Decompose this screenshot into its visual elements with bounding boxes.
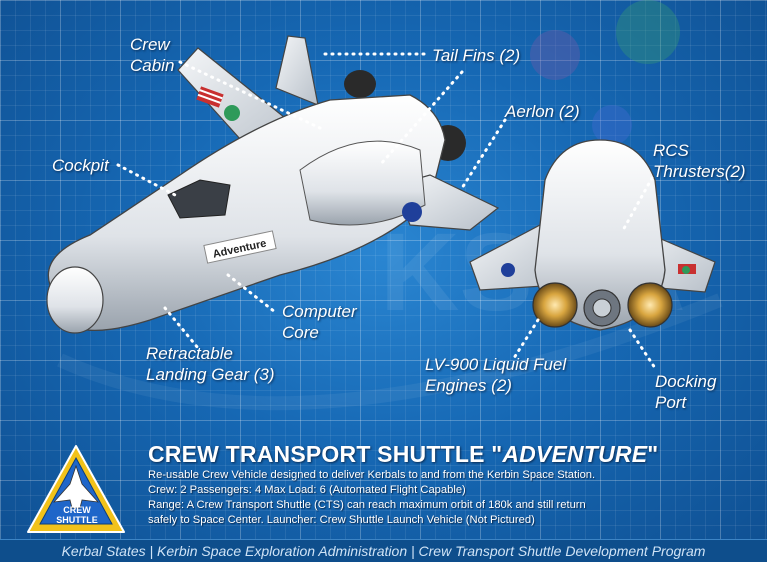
badge-label: CREW SHUTTLE xyxy=(42,505,112,525)
description-line-3: Range: A Crew Transport Shuttle (CTS) ca… xyxy=(148,499,586,511)
badge-line-1: CREW xyxy=(63,505,91,515)
label-computer-core: Computer Core xyxy=(282,302,357,342)
label-landing-gear: Retractable Landing Gear (3) xyxy=(146,344,275,384)
label-docking-port: Docking Port xyxy=(655,372,717,412)
description: Re-usable Crew Vehicle designed to deliv… xyxy=(148,468,595,528)
title-prefix: CREW TRANSPORT SHUTTLE " xyxy=(148,441,503,467)
description-line-1: Re-usable Crew Vehicle designed to deliv… xyxy=(148,469,596,481)
footer-caption: Kerbal States | Kerbin Space Exploration… xyxy=(0,539,767,562)
label-cockpit: Cockpit xyxy=(52,156,109,175)
crew-shuttle-badge-icon xyxy=(27,445,125,533)
label-aerlon: Aerlon (2) xyxy=(505,102,580,121)
page-title: CREW TRANSPORT SHUTTLE "ADVENTURE" xyxy=(148,441,658,468)
title-ship-name: ADVENTURE xyxy=(502,441,648,467)
label-lv900-engines: LV-900 Liquid Fuel Engines (2) xyxy=(425,355,567,395)
description-line-2: Crew: 2 Passengers: 4 Max Load: 6 (Autom… xyxy=(148,484,466,496)
badge-line-2: SHUTTLE xyxy=(56,515,98,525)
title-suffix: " xyxy=(647,441,659,467)
label-rcs-thrusters: RCS Thrusters(2) xyxy=(653,141,746,181)
description-line-4: safely to Space Center. Launcher: Crew S… xyxy=(148,514,535,526)
label-tail-fins: Tail Fins (2) xyxy=(432,46,521,65)
label-crew-cabin: Crew Cabin xyxy=(130,35,175,75)
